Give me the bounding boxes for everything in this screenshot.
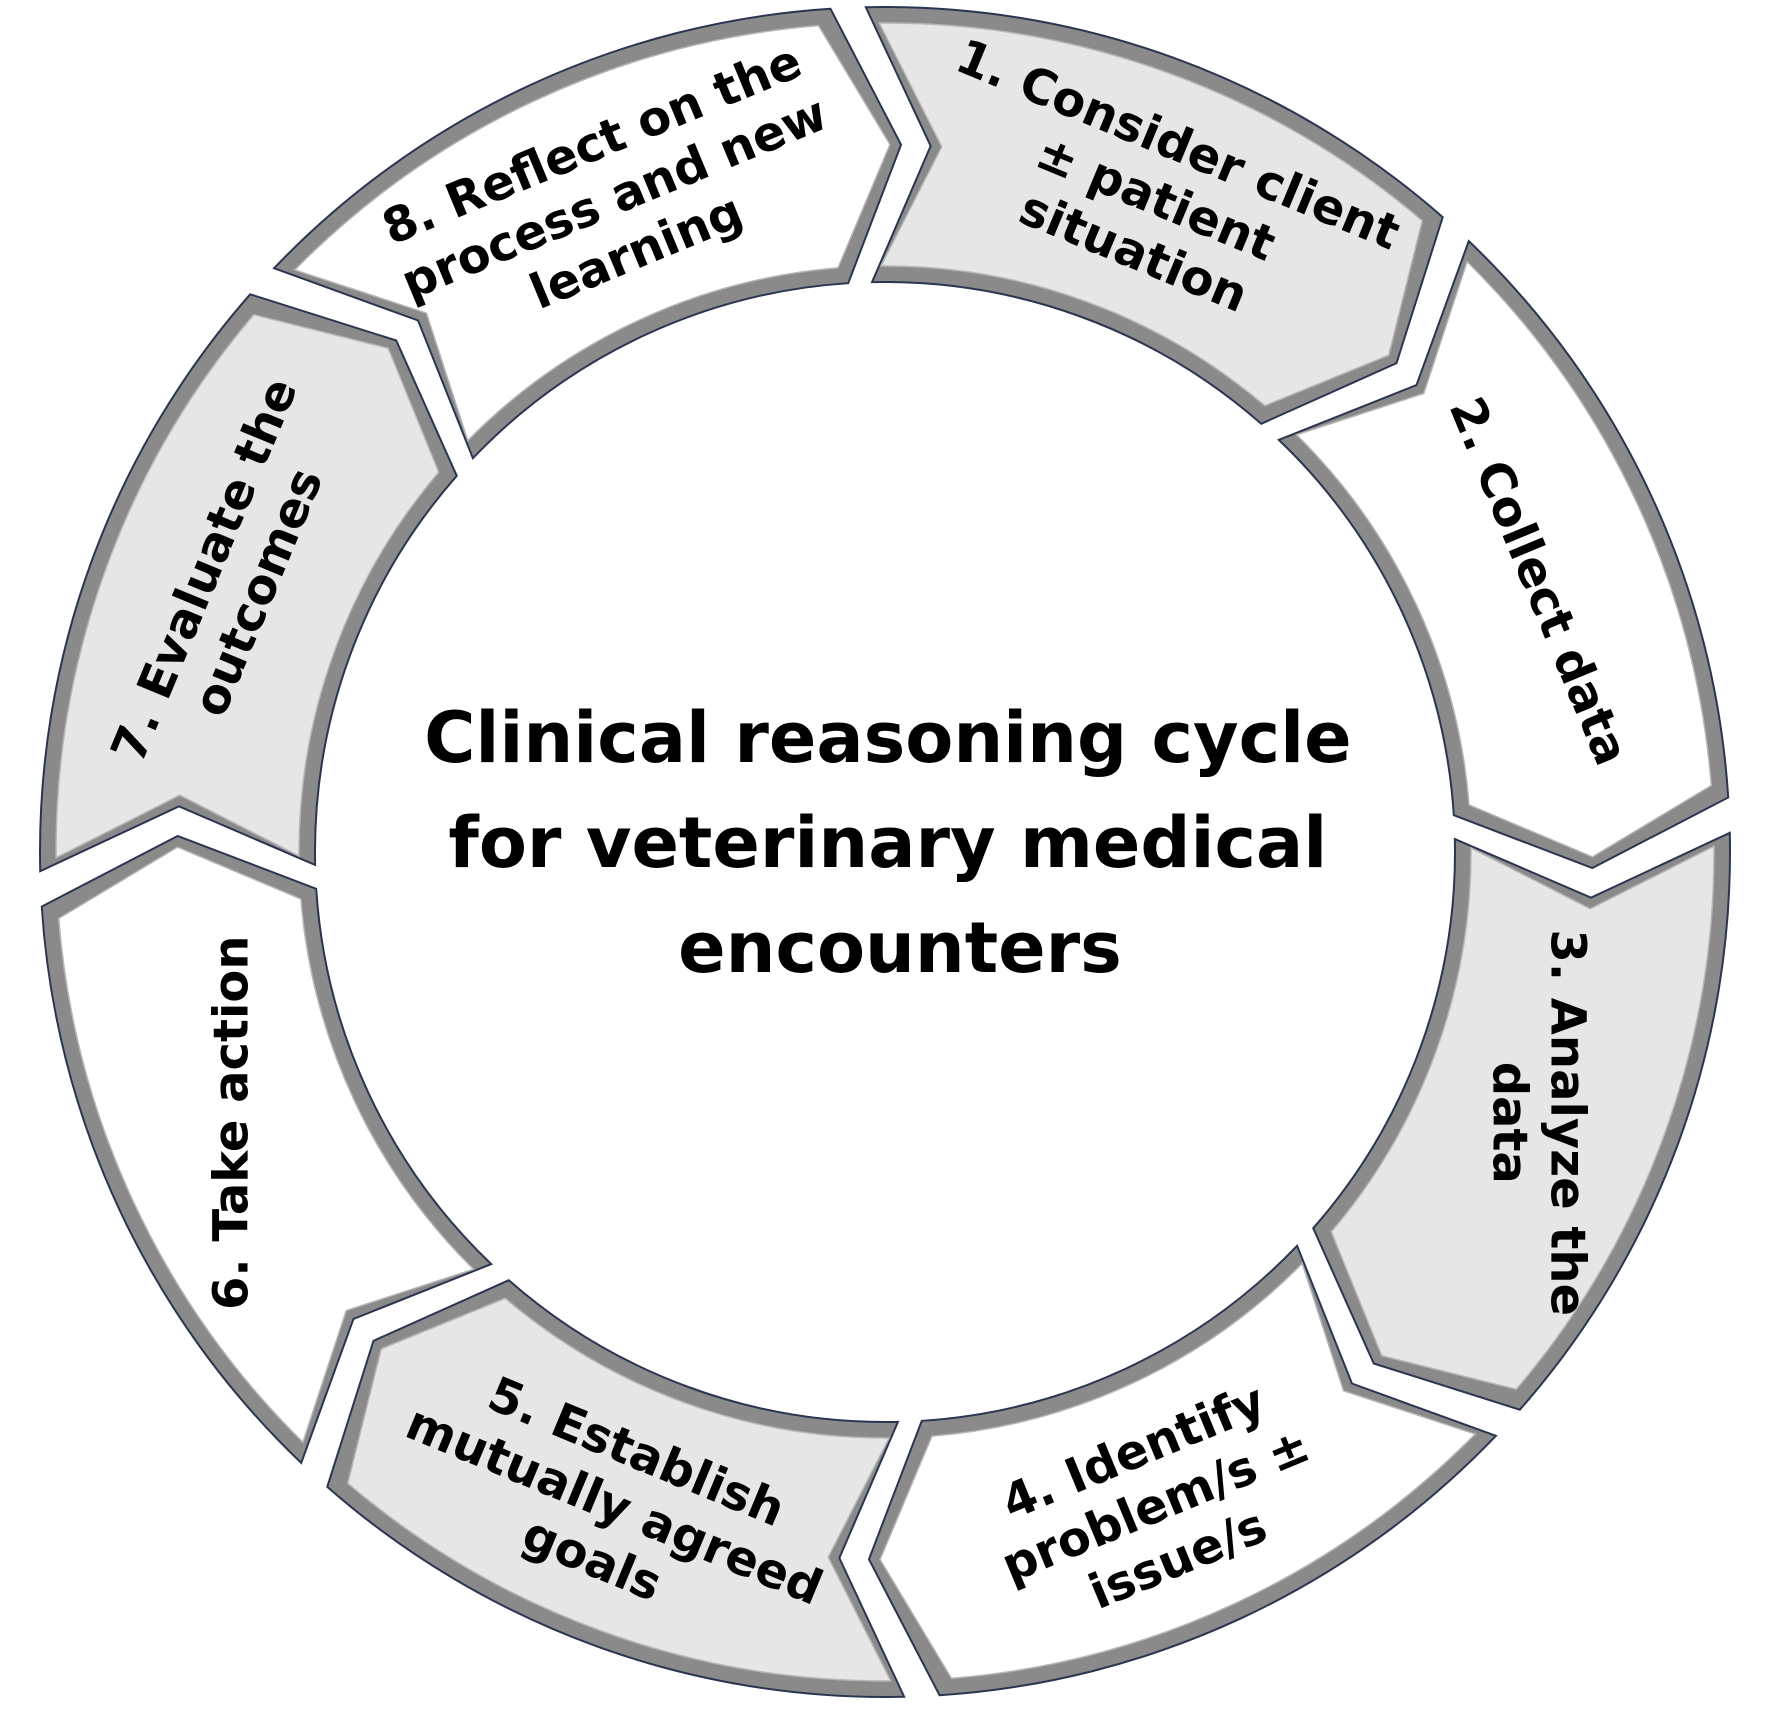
step-4-segment bbox=[879, 1262, 1477, 1680]
step-7-segment bbox=[55, 313, 440, 860]
step-5-segment bbox=[346, 1297, 893, 1682]
center-title-line-3: encounters bbox=[678, 907, 1122, 989]
step-6-segment bbox=[57, 846, 475, 1444]
cycle-segments bbox=[39, 6, 1731, 1698]
center-title-line-2: for veterinary medical bbox=[448, 802, 1327, 884]
step-6-label: 6. Take action bbox=[203, 935, 259, 1310]
step-3-label-line-2: data bbox=[1482, 1062, 1538, 1184]
step-8-segment bbox=[293, 24, 891, 442]
step-3-segment bbox=[1330, 844, 1715, 1391]
step-6-label-line-1: 6. Take action bbox=[203, 935, 259, 1310]
step-3-label-line-1: 3. Analyze the bbox=[1540, 929, 1596, 1316]
center-title: Clinical reasoning cycle for veterinary … bbox=[424, 697, 1376, 989]
step-2-segment bbox=[1295, 260, 1713, 858]
center-title-line-1: Clinical reasoning cycle bbox=[424, 697, 1352, 779]
step-1-segment bbox=[877, 22, 1424, 407]
step-3-label: 3. Analyze thedata bbox=[1482, 929, 1596, 1316]
